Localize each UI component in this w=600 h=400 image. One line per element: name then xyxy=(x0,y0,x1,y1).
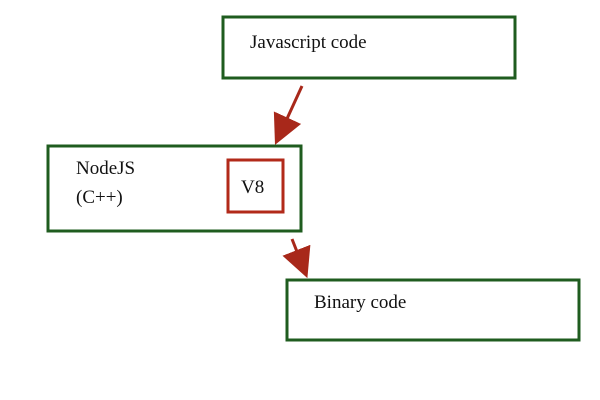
v8-box xyxy=(226,158,285,214)
javascript-code-node: Javascript code xyxy=(221,15,517,80)
v8-label: V8 xyxy=(241,177,264,198)
javascript-code-label: Javascript code xyxy=(250,32,367,53)
nodejs-label-line2: (C++) xyxy=(76,187,123,208)
nodejs-box xyxy=(46,144,303,233)
binary-code-label: Binary code xyxy=(314,292,406,313)
arrow-js-to-nodejs xyxy=(273,85,304,145)
binary-code-box xyxy=(285,278,581,342)
arrow-nodejs-to-binary xyxy=(282,238,311,279)
javascript-code-box xyxy=(221,15,517,80)
nodejs-node: NodeJS (C++) V8 xyxy=(46,144,303,233)
v8-node: V8 xyxy=(226,158,285,214)
binary-code-node: Binary code xyxy=(285,278,581,342)
nodejs-label-line1: NodeJS xyxy=(76,158,135,179)
